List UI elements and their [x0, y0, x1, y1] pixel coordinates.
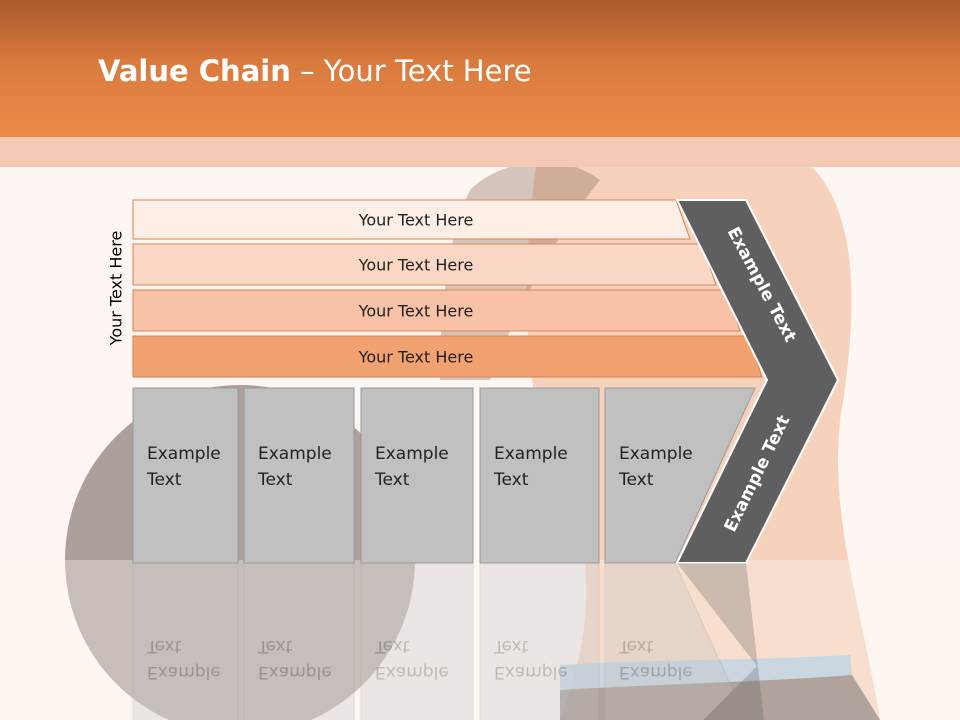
value-row-4 [132, 335, 763, 378]
title-bar [0, 0, 960, 137]
value-row-label: Your Text Here [358, 348, 474, 367]
activity-box-4 [479, 387, 600, 564]
activity-box-reflection-line2: Text [618, 636, 654, 656]
activity-box-line1: Example [375, 444, 449, 464]
title-rest: – Your Text Here [290, 54, 532, 88]
value-row-label: Your Text Here [358, 302, 474, 321]
activity-box-5 [604, 387, 756, 564]
value-row-label: Your Text Here [358, 211, 474, 230]
activity-box-reflection-line2: Text [374, 636, 410, 656]
activity-box-reflection-line1: Example [258, 662, 332, 682]
activity-box-2 [243, 562, 355, 720]
title-bold: Value Chain [98, 54, 291, 88]
value-row-3 [132, 289, 741, 332]
value-row-1 [132, 199, 691, 240]
activity-box-line2: Text [493, 470, 529, 490]
activity-box-line1: Example [494, 444, 568, 464]
activity-box-reflection-line1: Example [147, 662, 221, 682]
slide-title: Value Chain – Your Text Here [98, 54, 532, 88]
chevron-reflection [677, 563, 765, 720]
activity-box-line2: Text [374, 470, 410, 490]
value-row-2 [132, 243, 717, 286]
activity-box-line2: Text [146, 470, 182, 490]
activity-box-line2: Text [257, 470, 293, 490]
activity-box-reflection-line1: Example [619, 662, 693, 682]
activity-box-line2: Text [618, 470, 654, 490]
activity-box-reflection-line1: Example [494, 662, 568, 682]
activity-box-2 [243, 387, 355, 564]
activity-box-line1: Example [258, 444, 332, 464]
title-accent-band [0, 137, 960, 167]
activity-box-reflection-line2: Text [146, 636, 182, 656]
margin-chevron [675, 199, 840, 564]
activity-box-reflection-line2: Text [493, 636, 529, 656]
activity-box-1 [132, 387, 239, 564]
activity-box-reflection-line2: Text [257, 636, 293, 656]
value-row-label: Your Text Here [358, 256, 474, 275]
activity-box-3 [360, 387, 474, 564]
activity-box-line1: Example [619, 444, 693, 464]
activity-box-1 [132, 562, 239, 720]
activity-box-5 [604, 562, 748, 720]
activity-box-reflection-line1: Example [375, 662, 449, 682]
activity-box-line1: Example [147, 444, 221, 464]
activity-box-3 [360, 562, 474, 720]
activity-box-4 [479, 562, 600, 720]
